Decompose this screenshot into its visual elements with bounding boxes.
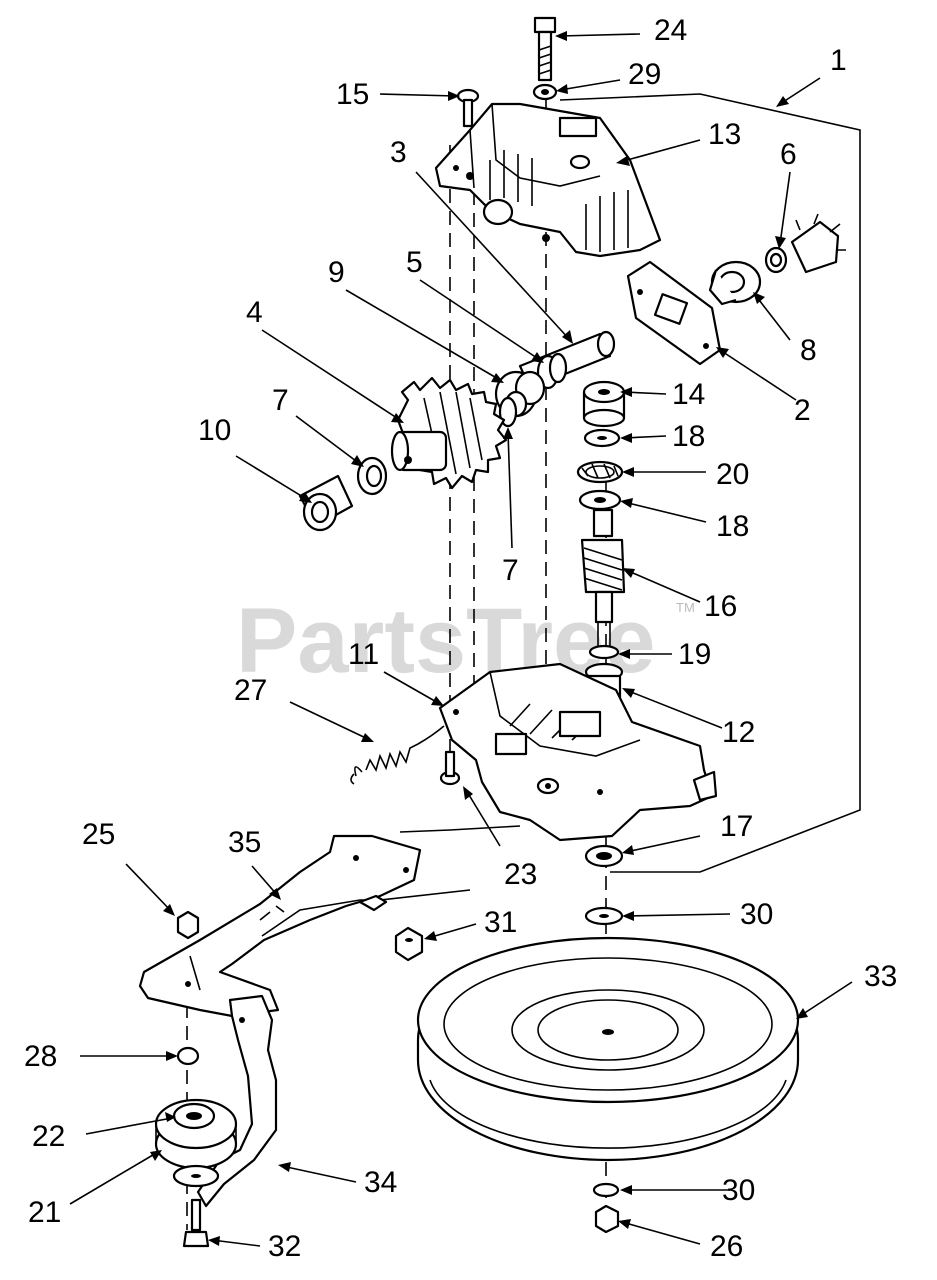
callout-28: 28: [24, 1040, 57, 1073]
callout-7-lower: 7: [502, 554, 519, 587]
callout-5: 5: [406, 246, 423, 279]
callout-4: 4: [246, 296, 263, 329]
worm-gear-part-16: [580, 508, 626, 650]
pulley-part-33: [416, 936, 800, 1162]
cable-near-part-35: [261, 825, 521, 937]
callout-8: 8: [800, 334, 817, 367]
washer-under-idler: [172, 1164, 220, 1188]
callout-9: 9: [328, 256, 345, 289]
callout-32: 32: [268, 1230, 301, 1263]
callout-18-lower: 18: [716, 510, 749, 543]
washer-part-6: [764, 246, 788, 274]
bearing-part-17: [584, 844, 624, 868]
lower-housing-part-11: [438, 662, 718, 842]
assembly-bracket-line: [559, 93, 861, 873]
callout-18-upper: 18: [672, 420, 705, 453]
callout-23: 23: [504, 858, 537, 891]
screw-part-15: [456, 88, 480, 128]
callout-19: 19: [678, 638, 711, 671]
bolt-part-24: [533, 16, 557, 82]
bushing-part-8: [708, 260, 762, 306]
washer-part-30-lower: [592, 1182, 620, 1198]
washer-part-18-lower: [578, 489, 622, 511]
callout-1: 1: [830, 44, 847, 77]
nut-part-31: [394, 926, 424, 962]
callout-22: 22: [32, 1120, 65, 1153]
callout-33: 33: [864, 960, 897, 993]
callout-12: 12: [722, 716, 755, 749]
leader-lines: [69, 31, 853, 1247]
callout-35: 35: [228, 826, 261, 859]
callout-27: 27: [234, 674, 267, 707]
bolt-part-32: [182, 1198, 210, 1248]
callout-30-upper: 30: [740, 898, 773, 931]
callout-30-lower: 30: [722, 1174, 755, 1207]
callout-6: 6: [780, 138, 797, 171]
callout-20: 20: [716, 458, 749, 491]
callout-labels: 1 2 3 4 5 6 7 7 8 9 10 11 12 13 14 15 16…: [24, 14, 897, 1263]
clip-near-part-6: [790, 213, 846, 274]
callout-10: 10: [198, 414, 231, 447]
callout-11: 11: [348, 638, 379, 671]
callout-14: 14: [672, 378, 705, 411]
washer-part-28: [176, 1046, 200, 1066]
bushing-part-14: [582, 380, 626, 428]
callout-26: 26: [710, 1230, 743, 1263]
idler-arm-part-35: [138, 834, 422, 1018]
spring-part-27: [350, 725, 445, 785]
callout-13: 13: [708, 118, 741, 151]
watermark-trademark: TM: [676, 600, 695, 615]
nut-part-25: [176, 910, 200, 940]
screw-part-23: [439, 750, 461, 786]
callout-21: 21: [28, 1196, 61, 1229]
washer-part-19: [588, 644, 620, 660]
callout-25: 25: [82, 818, 115, 851]
bracket-part-34: [196, 994, 278, 1208]
callout-2: 2: [794, 394, 811, 427]
gear-part-4: [390, 376, 508, 490]
bearing-part-20: [576, 460, 624, 484]
callout-34: 34: [364, 1166, 397, 1199]
washer-part-7-left: [356, 456, 388, 496]
callout-7-left: 7: [272, 384, 289, 417]
bearing-part-22: [172, 1102, 216, 1130]
callout-15: 15: [336, 78, 369, 111]
callout-24: 24: [654, 14, 687, 47]
callout-16: 16: [704, 590, 737, 623]
nut-part-26: [594, 1204, 620, 1234]
plate-part-2: [626, 260, 722, 366]
callout-29: 29: [628, 58, 661, 91]
washer-part-29: [532, 83, 558, 101]
upper-housing-part-13: [434, 102, 662, 258]
washer-part-18-upper: [583, 428, 621, 448]
bushing-part-10: [298, 474, 354, 532]
callout-3: 3: [390, 136, 407, 169]
callout-17: 17: [720, 810, 753, 843]
washer-part-30-upper: [584, 906, 624, 926]
callout-31: 31: [484, 906, 517, 939]
